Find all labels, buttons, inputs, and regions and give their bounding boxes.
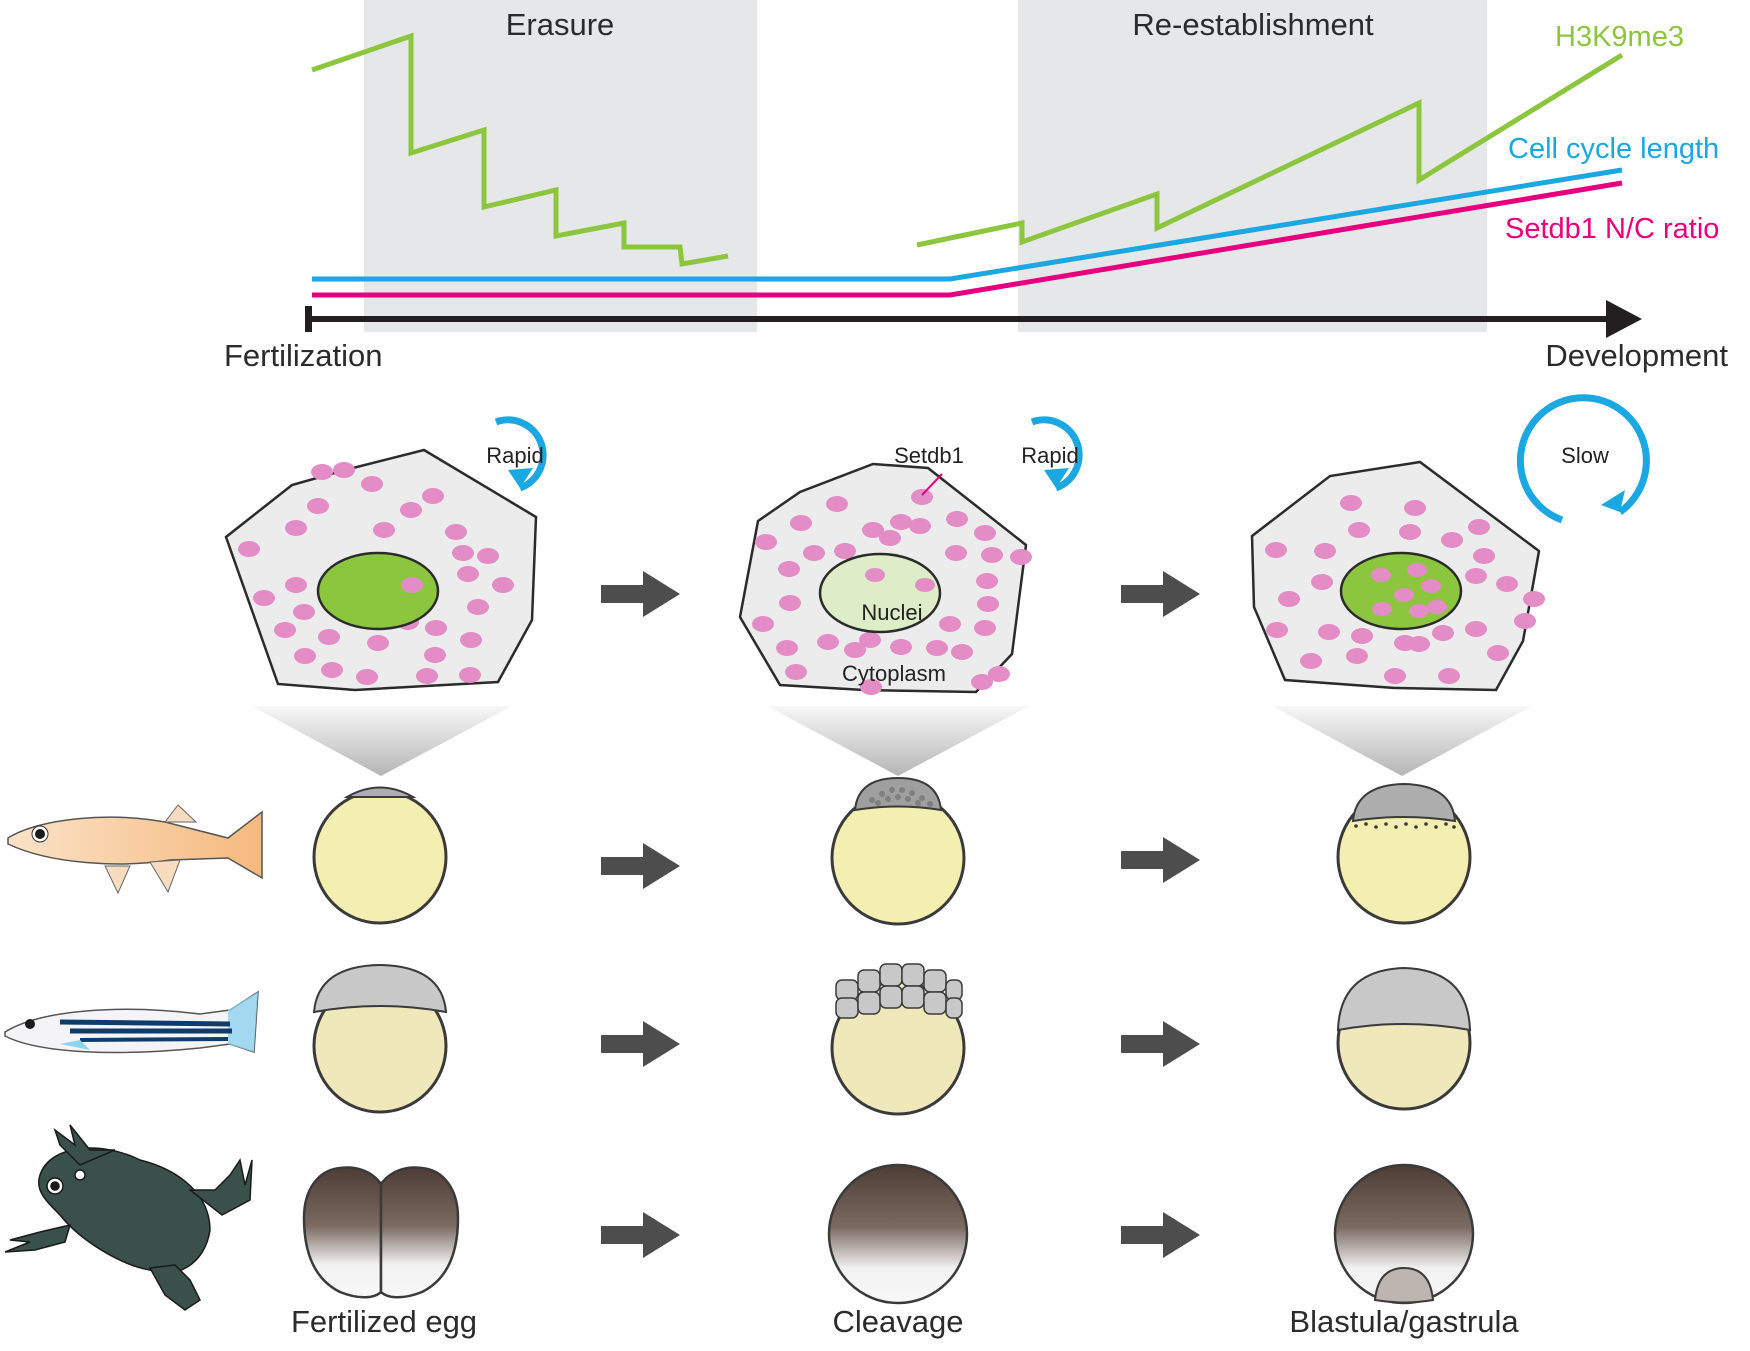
erasure-shaded-region	[364, 0, 757, 332]
medaka-fertilized-egg	[312, 786, 448, 925]
setdb1-cytoplasmic-dots	[238, 462, 514, 685]
nucleus	[316, 551, 440, 631]
setdb1-nc-ratio-line	[312, 180, 1623, 298]
fertilization-label: Fertilization	[224, 338, 383, 373]
stage-arrow	[601, 1021, 680, 1067]
timeline-panel: Erasure Re-establishment H3K9me3 Cell cy…	[224, 0, 1728, 373]
circular-arrow-icon	[494, 416, 547, 492]
stage-arrow	[601, 1212, 680, 1258]
cycle-speed-label: Rapid	[486, 443, 543, 468]
stage-arrow	[601, 843, 680, 889]
zebrafish-cleavage-embryo	[830, 963, 966, 1116]
cycle-speed-label: Rapid	[1021, 443, 1078, 468]
cell-row: Setdb1 Nuclei Cytoplasm	[224, 394, 1650, 695]
zebrafish-fertilized-egg	[312, 963, 448, 1114]
cycle-indicator-1: Rapid	[486, 416, 547, 492]
cell-cycle-length-line	[312, 167, 1623, 282]
cycle-speed-label: Slow	[1561, 443, 1609, 468]
stage-arrow	[1121, 1212, 1200, 1258]
setdb1-label: Setdb1	[894, 443, 964, 468]
reestablishment-shaded-region	[1018, 0, 1487, 332]
xenopus-fertilized-egg	[302, 1166, 460, 1299]
erasure-label: Erasure	[506, 7, 615, 42]
reestablishment-label: Re-establishment	[1132, 7, 1374, 42]
xenopus-frog-icon	[4, 1124, 253, 1311]
xenopus-blastula-embryo	[1333, 1163, 1475, 1305]
setdb1-pointer-line	[921, 473, 943, 496]
zebrafish-icon	[4, 990, 259, 1054]
circular-arrow-icon	[1516, 394, 1650, 524]
setdb1-nuclear-dot	[865, 568, 885, 582]
stage-label-fertilized-egg: Fertilized egg	[291, 1304, 477, 1339]
nucleus	[818, 552, 942, 634]
legend-h3k9me3: H3K9me3	[1555, 21, 1684, 53]
cell-blastula-gastrula	[1250, 460, 1545, 692]
stage-arrow	[1121, 837, 1200, 883]
stage-arrow	[1121, 1021, 1200, 1067]
setdb1-nuclear-dot	[401, 577, 423, 593]
medaka-blastula-embryo	[1336, 782, 1472, 925]
cycle-indicator-2: Rapid	[1021, 416, 1083, 492]
legend-cell-cycle-length: Cell cycle length	[1508, 133, 1719, 165]
circular-arrow-icon	[1030, 416, 1083, 492]
zoom-funnel	[767, 706, 1029, 776]
zoom-funnel	[252, 706, 512, 776]
development-arrowhead-icon	[1606, 300, 1642, 338]
cell-fertilized-egg	[224, 448, 538, 692]
cycle-indicator-3: Slow	[1516, 394, 1650, 524]
h3k9me3-line-erasure	[311, 32, 729, 267]
zebrafish-row	[4, 963, 1472, 1116]
xenopus-row	[4, 1124, 1475, 1311]
cytoplasm-label: Cytoplasm	[842, 661, 946, 686]
stage-arrow	[1121, 571, 1200, 617]
stage-label-blastula-gastrula: Blastula/gastrula	[1289, 1304, 1519, 1339]
cell-cleavage: Setdb1 Nuclei Cytoplasm	[738, 443, 1032, 695]
setdb1-nuclear-dot	[915, 578, 935, 592]
xenopus-cleavage-embryo	[827, 1163, 969, 1305]
nuclei-label: Nuclei	[861, 600, 922, 625]
zebrafish-blastula-embryo	[1336, 966, 1472, 1111]
development-label: Development	[1545, 338, 1728, 373]
medaka-row	[7, 776, 1472, 926]
medaka-cleavage-embryo	[830, 776, 966, 926]
stage-label-cleavage: Cleavage	[833, 1304, 964, 1339]
h3k9me3-line-reestablishment	[916, 52, 1624, 248]
timeline-start-tick	[305, 306, 312, 332]
setdb1-nuclear-dots	[1371, 563, 1447, 618]
legend-setdb1-nc-ratio: Setdb1 N/C ratio	[1505, 213, 1719, 245]
setdb1-cytoplasmic-dots	[752, 489, 1032, 695]
medaka-icon	[7, 804, 263, 895]
setdb1-cytoplasmic-dots	[1265, 495, 1545, 684]
zoom-funnel	[1272, 706, 1532, 776]
stage-arrow	[601, 571, 680, 617]
